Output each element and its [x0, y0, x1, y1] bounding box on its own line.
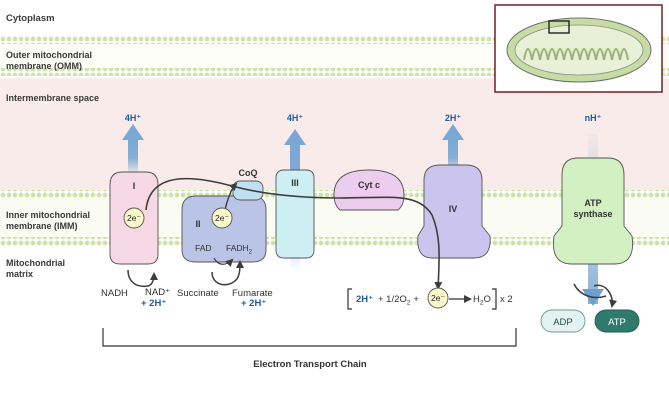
mitochondrion-inset — [494, 4, 663, 93]
nad-label: NAD⁺ — [145, 287, 170, 298]
cytochrome-c-label: Cyt c — [358, 180, 380, 190]
electron-c1 — [123, 207, 145, 229]
etc-bracket — [102, 328, 517, 347]
etc-label: Electron Transport Chain — [253, 359, 367, 370]
atp-synthase — [552, 157, 634, 265]
complex-iii — [275, 169, 315, 259]
atp-pill — [594, 309, 640, 333]
adp-atp-arrow — [593, 284, 618, 308]
matrix-label-line1: Mitochondrial — [6, 258, 65, 268]
c1-proton-arrow — [122, 124, 144, 175]
matrix-label-line2: matrix — [6, 269, 33, 279]
atp-label: ATP — [608, 317, 626, 328]
atp-pump-label: nH⁺ — [585, 113, 602, 123]
intermembrane-label: Intermembrane space — [6, 93, 99, 103]
fad-label: FAD — [195, 243, 212, 253]
intermembrane-space — [0, 78, 669, 190]
complex-i-label: I — [133, 181, 136, 191]
complex-iii-label: III — [291, 178, 299, 188]
electron-flow-path — [145, 177, 443, 290]
complex-ii — [181, 195, 267, 263]
succinate-arrow — [211, 260, 244, 286]
nadh-arrow — [127, 269, 158, 288]
equation-water: H2O — [473, 294, 491, 307]
fad-arrow — [213, 257, 234, 268]
equation-multiplier: x 2 — [500, 294, 513, 305]
complex-ii-label: II — [195, 219, 200, 229]
atp-synthase-label-line2: synthase — [573, 209, 612, 219]
complex-iv-label: IV — [449, 204, 458, 214]
succinate-label: Succinate — [177, 288, 219, 299]
nadh-label: NADH — [101, 288, 128, 299]
omm-label-line2: membrane (OMM) — [6, 61, 82, 71]
electron-c1-label: 2e⁻ — [127, 213, 141, 223]
cytochrome-c — [333, 169, 405, 211]
adp-pill — [540, 309, 586, 333]
fadh2-label: FADH2 — [226, 243, 253, 256]
c4-proton-arrow — [442, 124, 464, 175]
imm-label-line2: membrane (IMM) — [6, 221, 78, 231]
fumarate-label: Fumarate — [232, 288, 273, 299]
atp-synthase-label-line1: ATP — [584, 198, 601, 208]
adp-atp-curve-left — [573, 283, 607, 299]
equation-protons: 2H⁺ — [356, 294, 373, 305]
coenzyme-q-label: CoQ — [239, 168, 258, 178]
nad-h-label: + 2H⁺ — [141, 298, 166, 309]
imm-label-line1: Inner mitochondrial — [6, 210, 90, 220]
complex-iv — [417, 164, 491, 259]
electron-c2 — [211, 207, 233, 229]
omm-label-line1: Outer mitochondrial — [6, 50, 92, 60]
c1-pump-label: 4H⁺ — [125, 113, 142, 123]
fumarate-h-label: + 2H⁺ — [241, 298, 266, 309]
adp-label: ADP — [553, 317, 573, 328]
equation-oxygen: + 1/2O2+ — [378, 294, 419, 307]
cytoplasm-label: Cytoplasm — [6, 13, 55, 24]
electron-c2-label: 2e⁻ — [215, 213, 229, 223]
electron-c4-label: 2e⁻ — [431, 293, 445, 303]
c3-pump-label: 4H⁺ — [287, 113, 304, 123]
c4-pump-label: 2H⁺ — [445, 113, 462, 123]
oxygen-reduction-equation — [347, 287, 497, 310]
